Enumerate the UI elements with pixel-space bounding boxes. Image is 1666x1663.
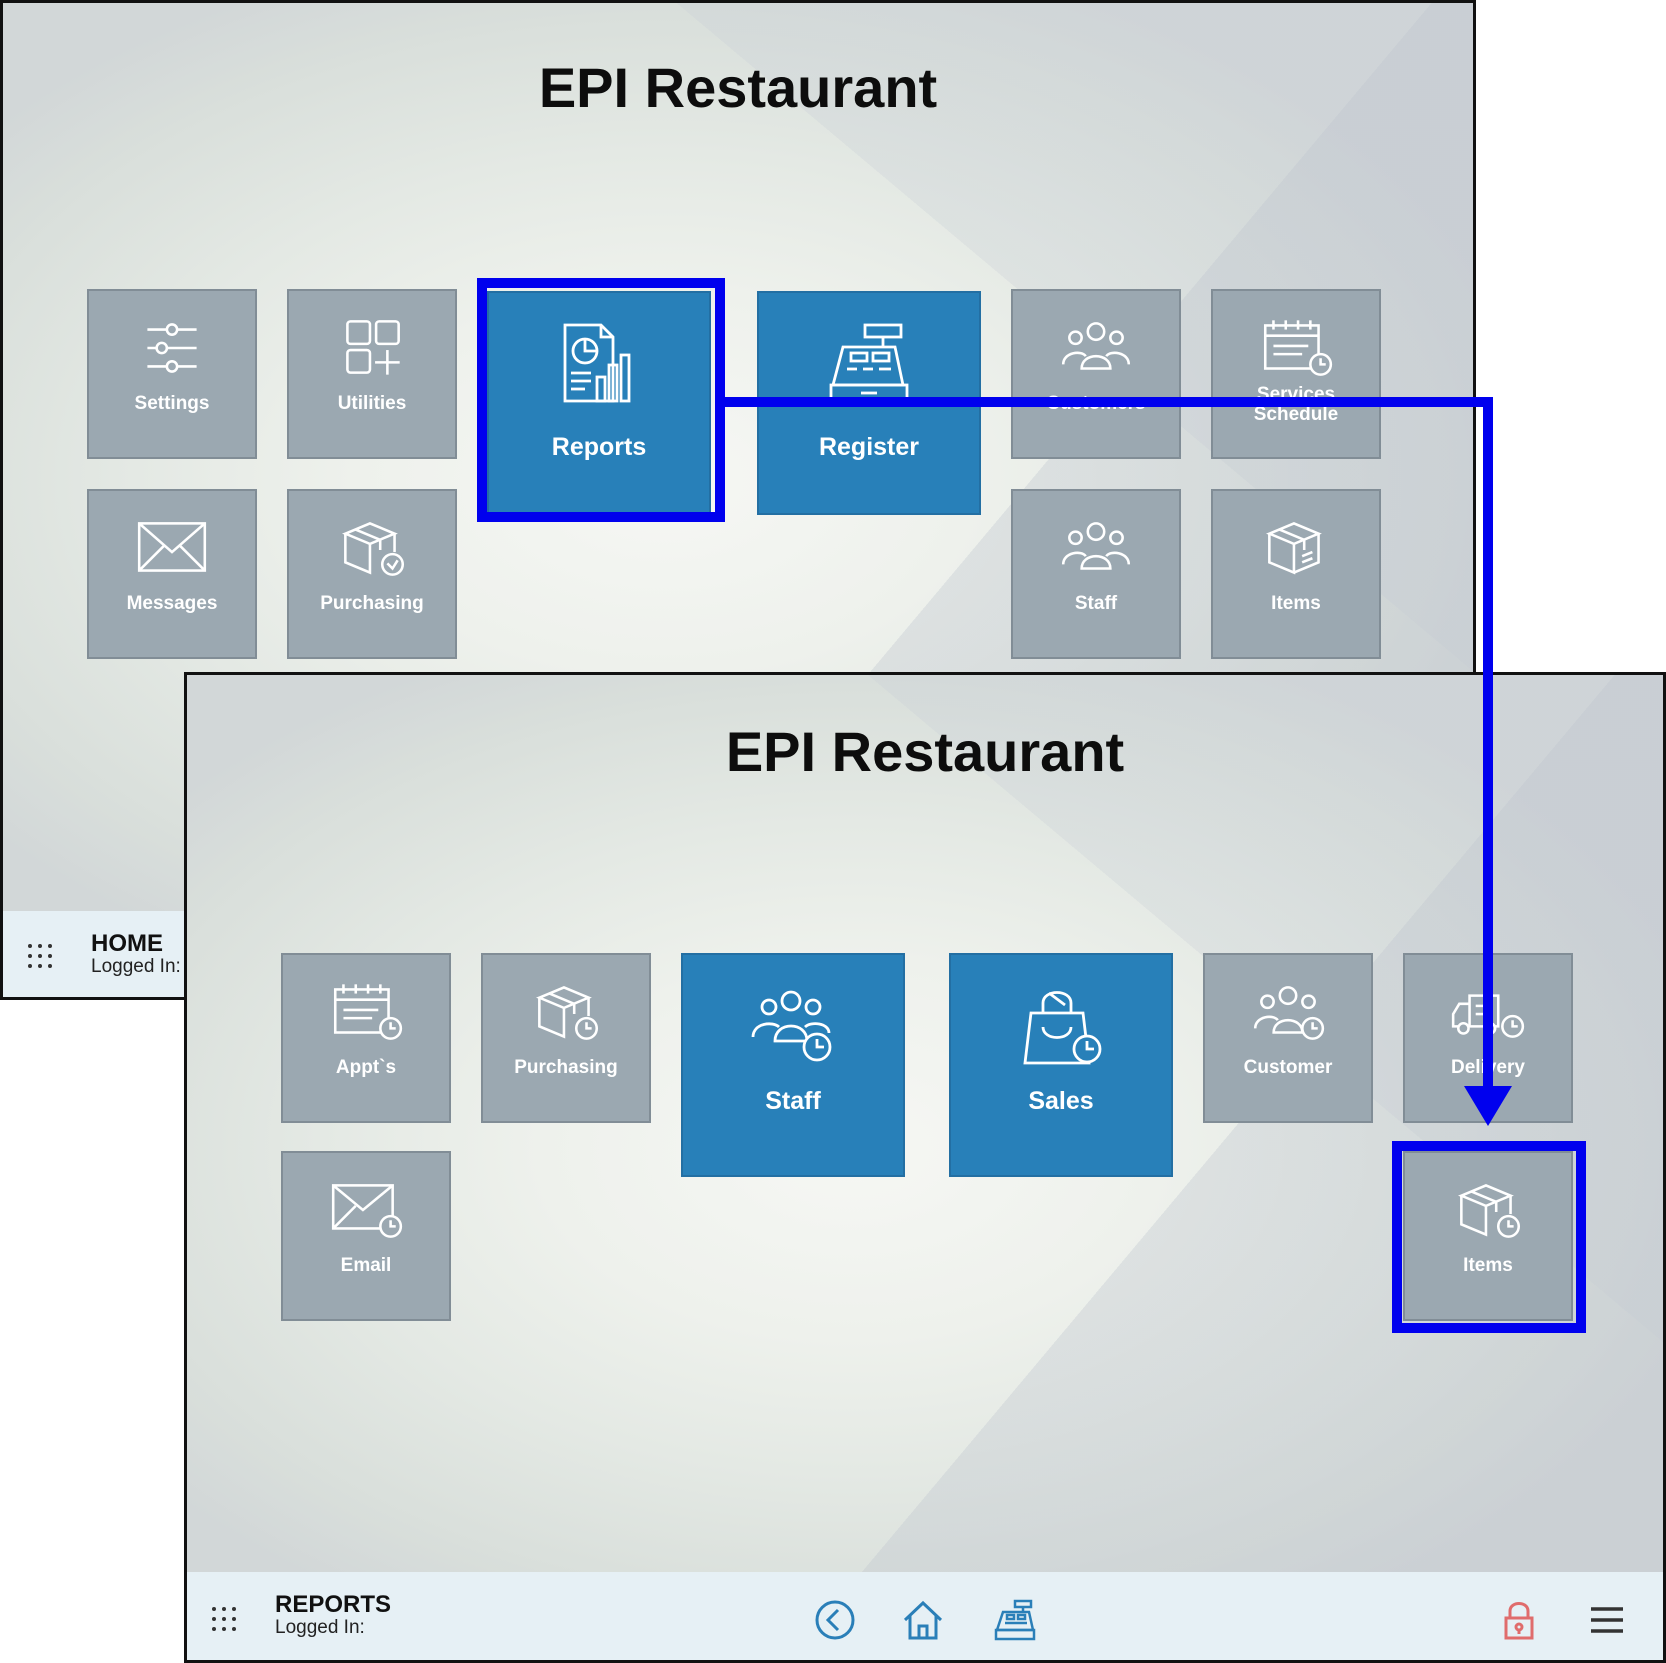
cash-register-icon [829, 323, 909, 403]
tile-label: Customer [1243, 1057, 1333, 1078]
items-tile[interactable]: Items [1211, 489, 1381, 659]
service-schedule-tile[interactable]: Services Schedule [1211, 289, 1381, 459]
box-clock-icon [342, 522, 405, 576]
calendar-clock-icon [333, 984, 403, 1040]
arrow-head [1464, 1086, 1512, 1126]
purchasing-tile[interactable]: Purchasing [481, 953, 651, 1123]
tile-label: Sales [1028, 1087, 1094, 1115]
purchasing-tile[interactable]: Purchasing [287, 489, 457, 659]
tile-label: Settings [134, 393, 210, 414]
tile-label: Items [1271, 593, 1321, 614]
back-arrow-icon[interactable] [813, 1598, 857, 1642]
group-icon [1061, 522, 1131, 570]
page-title: EPI Restaurant [538, 56, 938, 119]
bag-clock-icon [1023, 991, 1102, 1065]
location-label: HOME [91, 930, 163, 957]
tile-label: Staff [1074, 593, 1118, 614]
logged-in-label: Logged In: [275, 1617, 365, 1638]
staff-tile[interactable]: Staff [1011, 489, 1181, 659]
tile-label: Messages [126, 593, 218, 614]
appts-tile[interactable]: Appt`s [281, 953, 451, 1123]
utilities-tile[interactable]: Utilities [287, 289, 457, 459]
grid-dots-icon[interactable] [209, 1604, 239, 1634]
tile-label: Utilities [337, 393, 407, 414]
logged-in-label: Logged In: [91, 956, 181, 977]
tile-label: Appt`s [335, 1057, 397, 1078]
items-report-tile[interactable]: Items [1403, 1151, 1573, 1321]
lock-icon[interactable] [1497, 1598, 1541, 1642]
tile-label: Purchasing [514, 1057, 618, 1078]
reports-screen: EPI Restaurant Appt`s Purchasing Staff [184, 672, 1666, 1663]
group-icon [1253, 986, 1325, 1040]
envelope-icon [137, 522, 207, 572]
grid-dots-icon[interactable] [25, 941, 55, 971]
footer-bar: REPORTS Logged In: [187, 1572, 1663, 1660]
breadcrumb: REPORTS Logged In: [275, 1592, 391, 1638]
tile-label: Register [818, 433, 920, 461]
page-title: EPI Restaurant [725, 720, 1125, 783]
tile-label: Reports [551, 433, 647, 461]
apps-plus-icon [346, 320, 400, 375]
box-clock-icon [536, 986, 599, 1040]
tile-label: Staff [765, 1087, 821, 1115]
cash-register-icon[interactable] [993, 1598, 1037, 1642]
group-icon [751, 990, 832, 1062]
tile-label: Items [1463, 1255, 1513, 1276]
tile-label: Email [340, 1255, 392, 1276]
customers-tile[interactable]: Customers [1011, 289, 1181, 459]
box-clock-icon [1458, 1184, 1521, 1238]
report-chart-icon [563, 323, 631, 403]
location-label: REPORTS [275, 1591, 392, 1618]
tile-label: Purchasing [320, 593, 424, 614]
home-icon[interactable] [901, 1598, 945, 1642]
customer-tile[interactable]: Customer [1203, 953, 1373, 1123]
reports-tile[interactable]: Reports [487, 291, 711, 515]
sliders-icon [147, 323, 197, 373]
email-tile[interactable]: Email [281, 1151, 451, 1321]
truck-clock-icon [1451, 994, 1525, 1038]
envelope-icon [331, 1184, 403, 1238]
staff-report-tile[interactable]: Staff [681, 953, 905, 1177]
settings-tile[interactable]: Settings [87, 289, 257, 459]
sales-tile[interactable]: Sales [949, 953, 1173, 1177]
messages-tile[interactable]: Messages [87, 489, 257, 659]
calendar-clock-icon [1263, 320, 1333, 376]
arrow-line [725, 397, 1493, 1090]
hamburger-icon[interactable] [1585, 1598, 1629, 1642]
breadcrumb: HOME Logged In: [91, 931, 181, 977]
group-icon [1061, 322, 1131, 370]
box-list-icon [1266, 522, 1322, 575]
